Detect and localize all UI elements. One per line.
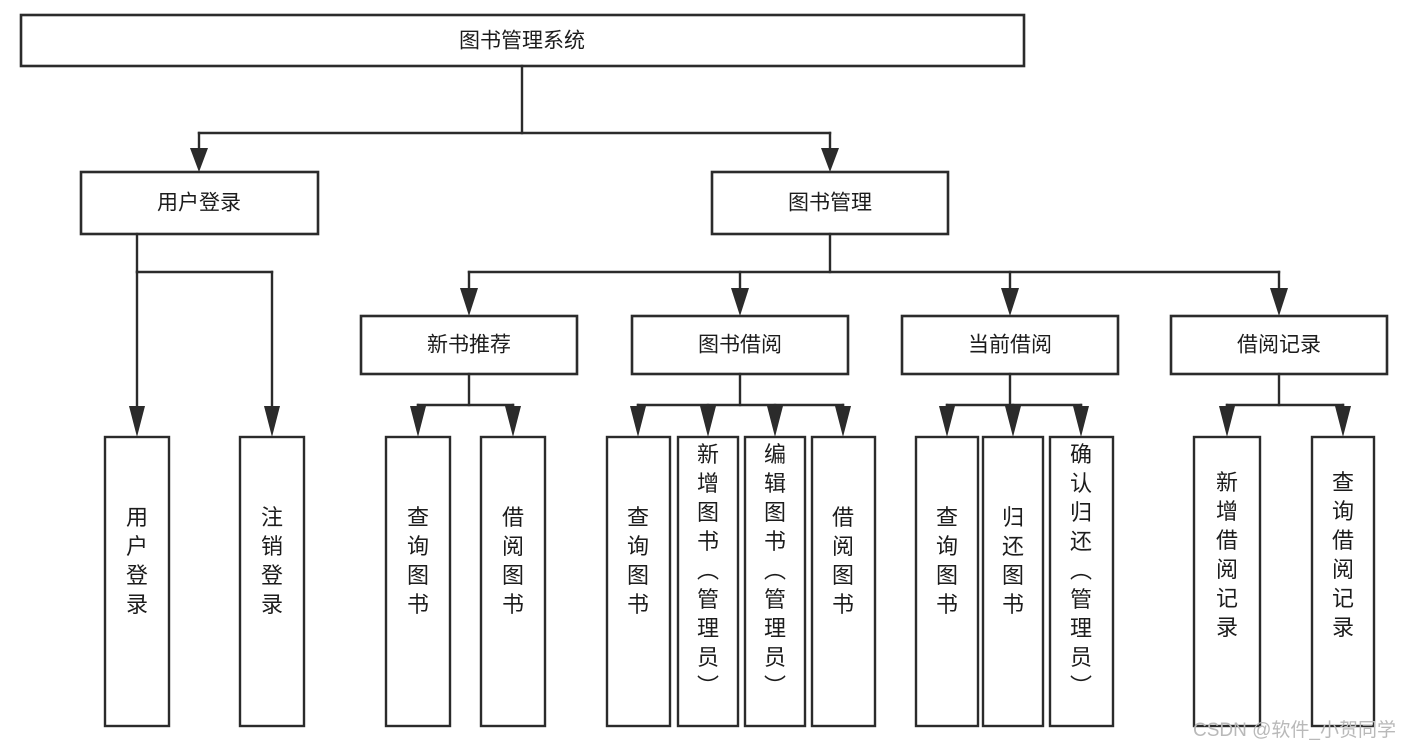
arrowhead-leaf-edit-book bbox=[767, 406, 783, 437]
leaf-node-add-record[interactable]: 新增借阅记录 bbox=[1192, 435, 1262, 728]
node-current-borrow[interactable]: 当前借阅 bbox=[900, 314, 1120, 376]
leaf-edit-book-box bbox=[743, 435, 807, 728]
root-label: 图书管理系统 bbox=[459, 30, 585, 53]
leaf-borrow-book-2-label: 借阅图书 bbox=[832, 505, 854, 617]
current-borrow-box bbox=[900, 314, 1120, 376]
arrowhead-leaf-query-book-3 bbox=[939, 406, 955, 437]
leaf-add-book-label: 新增图书︵管理员︶ bbox=[697, 442, 719, 699]
leaf-node-add-book[interactable]: 新增图书︵管理员︶ bbox=[676, 435, 740, 728]
csdn-watermark: CSDN @软件_小贺同学 bbox=[1193, 719, 1396, 741]
leaf-borrow-book-2-box bbox=[810, 435, 877, 728]
leaf-query-book-3-box bbox=[914, 435, 980, 728]
book-borrow-label: 图书借阅 bbox=[698, 334, 782, 357]
user-login-box bbox=[79, 170, 320, 236]
leaf-query-book-2-box bbox=[605, 435, 672, 728]
leaf-user-logout-box bbox=[238, 435, 306, 728]
leaf-return-book-box bbox=[981, 435, 1045, 728]
leaf-node-user-login[interactable]: 用户登录 bbox=[103, 435, 171, 728]
leaf-borrow-book-1-box bbox=[479, 435, 547, 728]
leaf-user-logout-label: 注销登录 bbox=[261, 505, 283, 617]
borrow-record-label: 借阅记录 bbox=[1237, 334, 1321, 357]
node-book-manage[interactable]: 图书管理 bbox=[710, 170, 950, 236]
leaf-query-record-box bbox=[1310, 435, 1376, 728]
leaf-add-book-box bbox=[676, 435, 740, 728]
leaf-node-query-record[interactable]: 查询借阅记录 bbox=[1310, 435, 1376, 728]
leaf-query-book-1-label: 查询图书 bbox=[407, 505, 429, 617]
arrowhead-leaf-query-book-1 bbox=[410, 406, 426, 437]
leaf-node-query-book-3[interactable]: 查询图书 bbox=[914, 435, 980, 728]
leaf-user-login-box bbox=[103, 435, 171, 728]
leaf-return-book-label: 归还图书 bbox=[1002, 505, 1024, 617]
node-user-login[interactable]: 用户登录 bbox=[79, 170, 320, 236]
arrowhead-leaf-borrow-book-1 bbox=[505, 406, 521, 437]
arrowhead-leaf-user-login bbox=[129, 406, 145, 437]
arrowhead-leaf-confirm-return bbox=[1073, 406, 1089, 437]
leaf-add-record-box bbox=[1192, 435, 1262, 728]
book-manage-label: 图书管理 bbox=[788, 192, 872, 215]
leaf-add-record-label: 新增借阅记录 bbox=[1216, 470, 1238, 640]
arrowhead-current-borrow bbox=[1001, 288, 1019, 316]
leaf-borrow-book-1-label: 借阅图书 bbox=[502, 505, 524, 617]
leaf-confirm-return-label: 确认归还︵管理员︶ bbox=[1070, 442, 1092, 699]
borrow-record-box bbox=[1169, 314, 1389, 376]
leaf-query-record-label: 查询借阅记录 bbox=[1332, 470, 1354, 640]
leaf-node-query-book-2[interactable]: 查询图书 bbox=[605, 435, 672, 728]
book-manage-box bbox=[710, 170, 950, 236]
arrowhead-leaf-return-book bbox=[1005, 406, 1021, 437]
leaf-node-query-book-1[interactable]: 查询图书 bbox=[384, 435, 452, 728]
new-book-recommend-label: 新书推荐 bbox=[427, 334, 511, 357]
arrowhead-user-login bbox=[190, 148, 208, 172]
new-book-recommend-box bbox=[359, 314, 579, 376]
leaf-edit-book-label: 编辑图书︵管理员︶ bbox=[764, 442, 786, 699]
arrowhead-leaf-add-record bbox=[1219, 406, 1235, 437]
arrowhead-leaf-query-book-2 bbox=[630, 406, 646, 437]
leaf-node-borrow-book-1[interactable]: 借阅图书 bbox=[479, 435, 547, 728]
arrowhead-leaf-borrow-book-2 bbox=[835, 406, 851, 437]
node-root[interactable]: 图书管理系统 bbox=[19, 13, 1026, 68]
arrowhead-leaf-user-logout bbox=[264, 406, 280, 437]
arrowhead-borrow-record bbox=[1270, 288, 1288, 316]
leaf-user-login-label: 用户登录 bbox=[126, 505, 148, 617]
leaf-node-confirm-return[interactable]: 确认归还︵管理员︶ bbox=[1048, 435, 1115, 728]
root-box bbox=[19, 13, 1026, 68]
leaf-node-borrow-book-2[interactable]: 借阅图书 bbox=[810, 435, 877, 728]
leaf-node-return-book[interactable]: 归还图书 bbox=[981, 435, 1045, 728]
leaf-query-book-2-label: 查询图书 bbox=[627, 505, 649, 617]
user-login-label: 用户登录 bbox=[157, 192, 241, 215]
node-borrow-record[interactable]: 借阅记录 bbox=[1169, 314, 1389, 376]
leaf-query-book-3-label: 查询图书 bbox=[936, 505, 958, 617]
leaf-query-book-1-box bbox=[384, 435, 452, 728]
leaf-node-edit-book[interactable]: 编辑图书︵管理员︶ bbox=[743, 435, 807, 728]
arrowhead-book-borrow bbox=[731, 288, 749, 316]
current-borrow-label: 当前借阅 bbox=[968, 334, 1052, 357]
node-book-borrow[interactable]: 图书借阅 bbox=[630, 314, 850, 376]
leaf-node-user-logout[interactable]: 注销登录 bbox=[238, 435, 306, 728]
book-borrow-box bbox=[630, 314, 850, 376]
arrowhead-leaf-add-book bbox=[700, 406, 716, 437]
node-new-book-recommend[interactable]: 新书推荐 bbox=[359, 314, 579, 376]
arrowhead-book-manage bbox=[821, 148, 839, 172]
arrowhead-new-book-recommend bbox=[460, 288, 478, 316]
leaf-confirm-return-box bbox=[1048, 435, 1115, 728]
arrowhead-leaf-query-record bbox=[1335, 406, 1351, 437]
